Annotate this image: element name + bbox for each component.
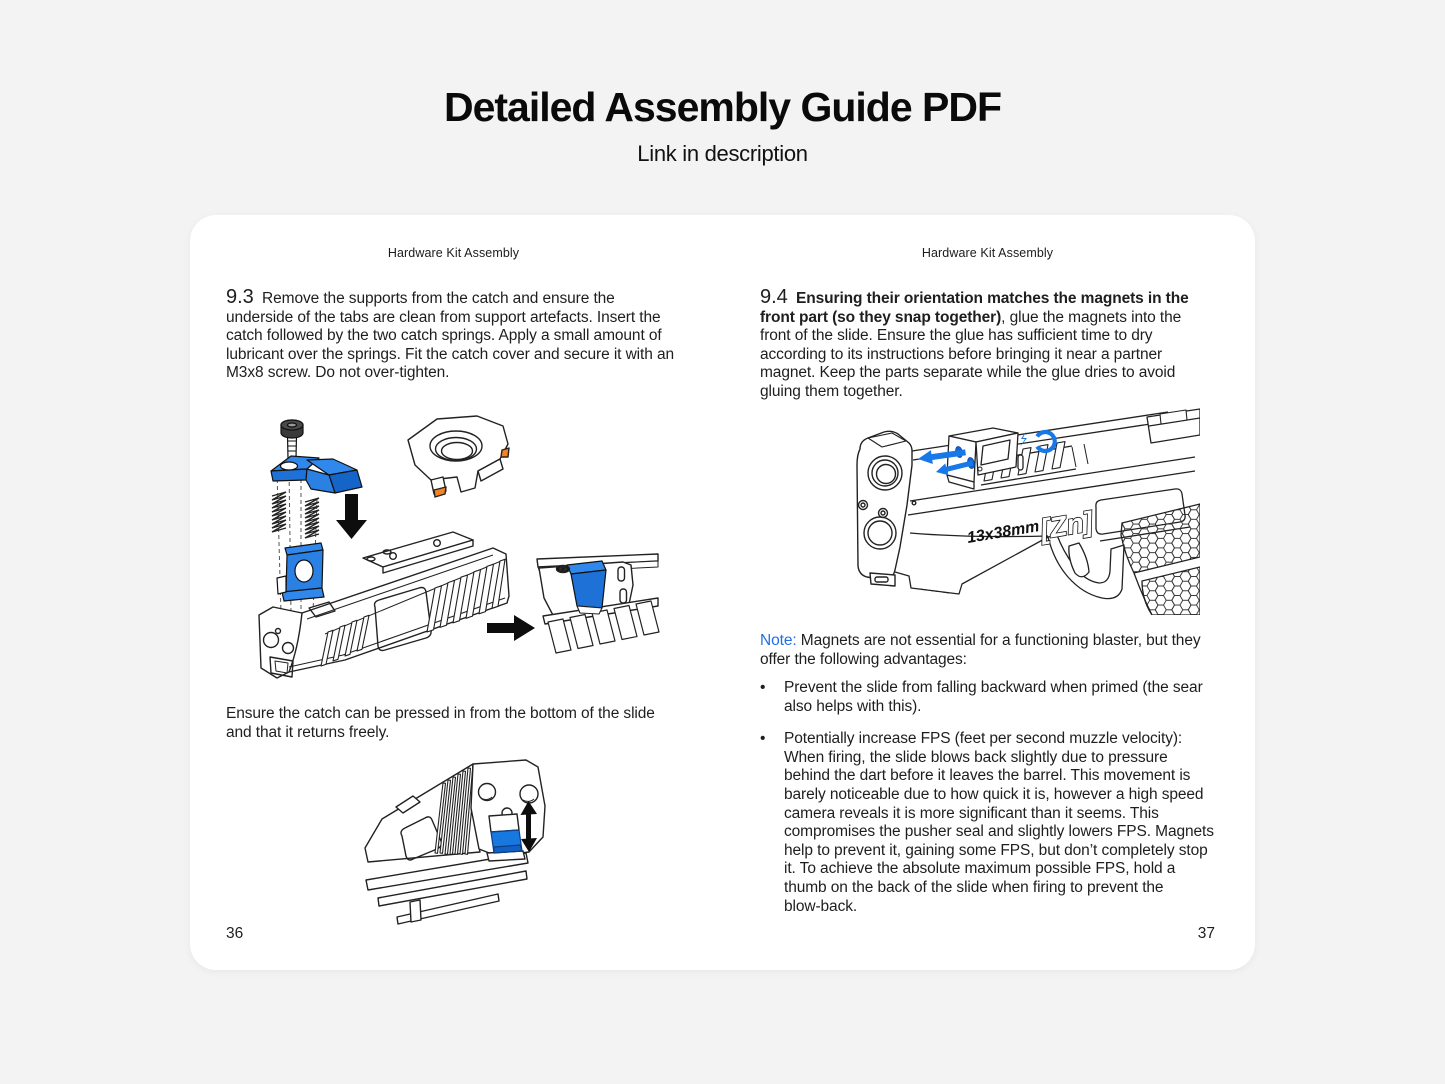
spring-icon: [271, 491, 320, 539]
caliber-marking: 13x38mm: [966, 518, 1041, 547]
list-item: •Prevent the slide from falling backward…: [760, 679, 1203, 715]
arrow-down-icon: [336, 494, 367, 539]
bullet-dot: •: [760, 730, 766, 748]
note-label: Note:: [760, 632, 797, 649]
page-number-left: 36: [226, 925, 244, 942]
arrow-up-down-icon: [520, 801, 537, 852]
magnet-icon: [1020, 429, 1057, 454]
note-paragraph: Note: Magnets are not essential for a fu…: [760, 632, 1201, 668]
slide-markings: 13x38mm [Zn]: [966, 505, 1098, 547]
section-number: 9.3: [226, 286, 254, 308]
catch-part-blue: [270, 455, 363, 494]
pdf-spread: Hardware Kit Assembly Hardware Kit Assem…: [190, 215, 1255, 970]
slide-title: Detailed Assembly Guide PDF: [443, 84, 1002, 130]
catch-in-slot-blue: [490, 829, 523, 854]
zn-badge: [Zn]: [1037, 505, 1097, 545]
sight-block: [946, 427, 1024, 490]
list-item: •Potentially increase FPS (feet per seco…: [760, 730, 1214, 915]
slide-fragment-closeup: [536, 553, 660, 654]
slide-subtitle: Link in description: [637, 141, 808, 166]
arrow-right-icon: [487, 615, 535, 641]
left-page-header: Hardware Kit Assembly: [387, 246, 520, 260]
section-number: 9.4: [760, 286, 788, 308]
illustration-catch-assembly: [258, 415, 660, 679]
caption-catch-check: Ensure the catch can be pressed in from …: [226, 705, 655, 741]
right-page-header: Hardware Kit Assembly: [921, 246, 1054, 260]
catch-cover-part: [407, 415, 510, 498]
bullet-dot: •: [760, 679, 766, 696]
illustration-magnets: 13x38mm [Zn]: [856, 408, 1200, 615]
section-9-4-text: 9.4 Ensuring their orientation matches t…: [760, 286, 1189, 400]
section-9-3-text: 9.3 Remove the supports from the catch a…: [226, 286, 674, 382]
page-number-right: 37: [1197, 925, 1215, 942]
illustration-catch-check: [364, 759, 546, 925]
arrow-left-blue-icons: [918, 449, 974, 476]
slide-body: [258, 531, 510, 679]
advantages-list: •Prevent the slide from falling backward…: [760, 679, 1215, 930]
muzzle-block: [856, 430, 917, 587]
catch-bracket-blue: [276, 542, 325, 602]
screw-icon: [280, 419, 304, 463]
